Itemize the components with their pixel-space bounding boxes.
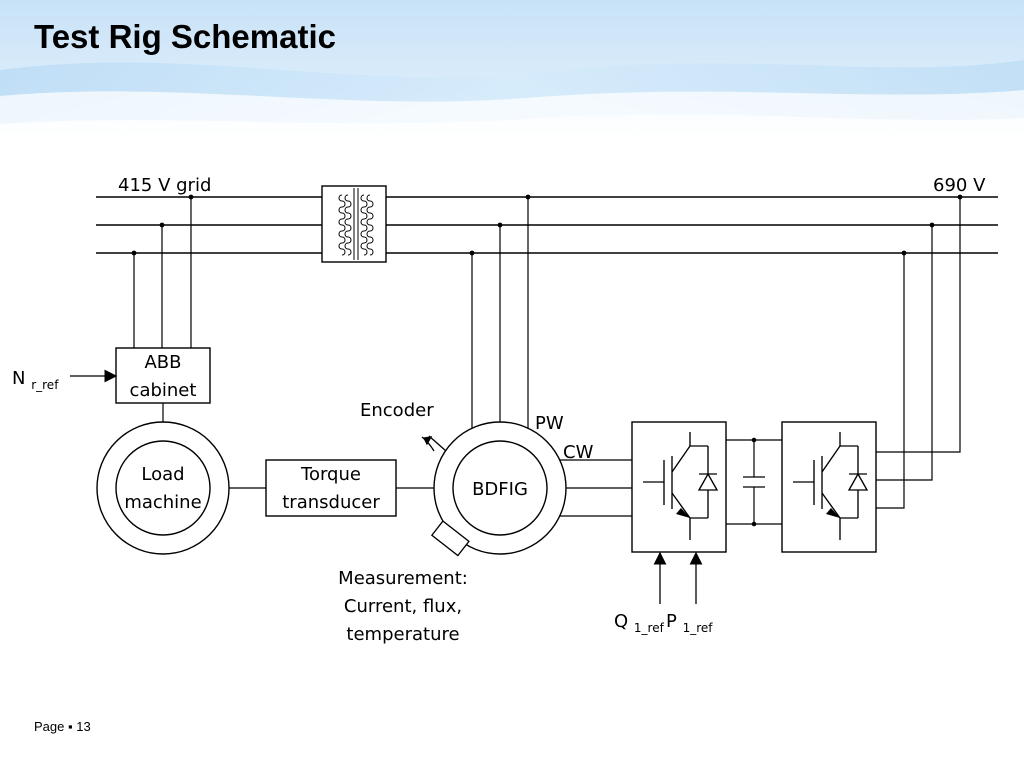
grid-buses [96,196,998,254]
torque-transducer: Torque transducer [229,459,436,517]
converter-reference-arrows [653,551,703,604]
load-machine-label-line-2: machine [124,492,201,513]
header-highlight [0,90,1024,140]
cw-label: CW [563,442,594,463]
left-igbt-symbol [643,432,719,540]
left-power-converter [631,421,727,553]
measurement-port [430,520,470,557]
torque-transducer-label-line-1: Torque [300,464,361,485]
grid-left-label: 415 V grid [118,175,211,196]
measurement-label-line-2: Current, flux, [344,596,462,617]
right-converter-feed-lines [876,197,961,509]
slide-title: Test Rig Schematic [34,18,336,55]
speed-reference-label: N r_ref [12,368,59,392]
active-reference-label: P 1_ref [666,611,713,635]
load-machine-inner-ring [115,440,211,536]
bdfig-pw-feed-lines [471,197,529,432]
dc-link [726,437,782,527]
encoder-pointer [421,435,447,452]
abb-cabinet-label-line-2: cabinet [130,380,197,401]
page-label: Page [34,719,65,734]
right-power-converter [781,421,877,553]
load-machine: Load machine [96,421,230,555]
bdfig-label: BDFIG [472,479,528,500]
page-separator: ▪ [68,719,73,734]
right-igbt-symbol [793,432,869,540]
torque-transducer-label-line-2: transducer [282,492,380,513]
bdfig-cw-lines [560,459,632,517]
active-reference-base: P [666,611,677,632]
abb-cabinet-label-line-1: ABB [144,352,181,373]
bdfig-inner-ring [452,440,548,536]
grid-right-label: 690 V [933,175,986,196]
page-number: Page ▪ 13 [34,719,91,734]
transformer-left-coil [338,194,352,256]
measurement-label-line-3: temperature [346,624,459,645]
load-machine-label-line-1: Load [141,464,184,485]
transformer [321,185,387,263]
reactive-reference-label: Q 1_ref [614,611,665,635]
reactive-reference-subscript: 1_ref [634,621,665,635]
transformer-right-coil [360,194,374,256]
header-background [0,0,1024,140]
page-number-value: 13 [76,719,91,734]
pw-label: PW [535,413,564,434]
speed-reference-subscript: r_ref [31,378,59,392]
speed-reference-base: N [12,368,25,389]
measurement-label-line-1: Measurement: [338,568,468,589]
bdfig-machine: BDFIG [430,421,567,557]
encoder-label: Encoder [360,400,434,421]
abb-feed-lines [133,197,192,348]
reactive-reference-base: Q [614,611,628,632]
active-reference-subscript: 1_ref [683,621,714,635]
